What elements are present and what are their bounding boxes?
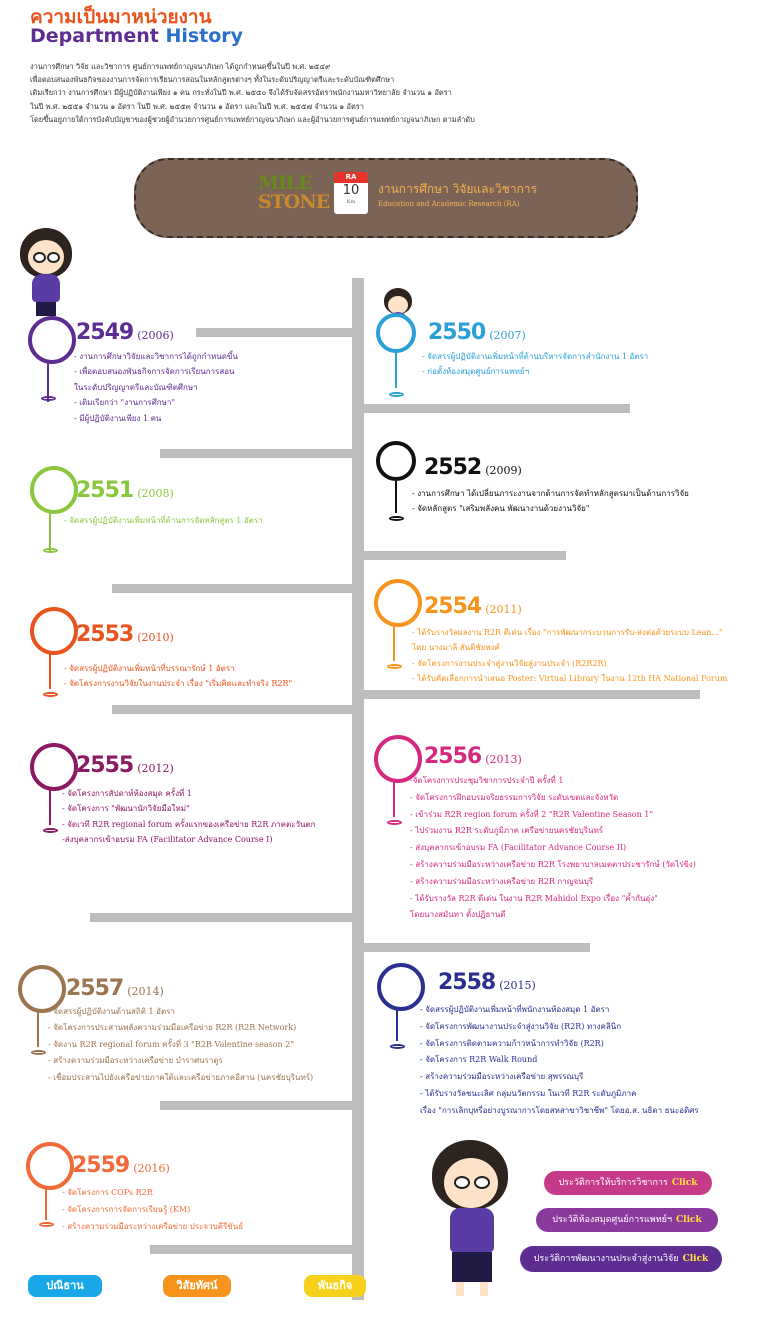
- year-heading-2558: 2558(2015): [438, 970, 536, 995]
- mascot-girl-phone-icon: [424, 1140, 516, 1300]
- year-items-2554: - ได้รับรางวัลผลงาน R2R ดีเด่น เรื่อง "ก…: [412, 628, 728, 684]
- year-heading-2559: 2559(2016): [72, 1153, 170, 1178]
- pin-stem: [49, 512, 51, 552]
- year-heading-2552: 2552(2009): [424, 455, 522, 480]
- timeline-branch: [360, 690, 700, 699]
- intro-line: งานการศึกษา วิจัย และวิชาการ ศูนย์การแพท…: [30, 62, 331, 71]
- intro-line: ในปี พ.ศ. ๒๕๕๑ จำนวน ๑ อัตรา ในปี พ.ศ. ๒…: [30, 101, 364, 111]
- pin-base: [43, 692, 58, 697]
- year-items-2558: - จัดสรรผู้ปฏิบัติงานเพิ่มหน้าที่พนักงาน…: [420, 1005, 699, 1115]
- pin-base: [43, 828, 58, 833]
- pin-stem: [49, 789, 51, 825]
- timeline-branch: [160, 1101, 360, 1110]
- pin-stem: [395, 481, 397, 513]
- timeline-branch: [112, 584, 360, 593]
- timeline-branch: [360, 551, 566, 560]
- calendar-icon: RA 10 Km: [334, 172, 368, 214]
- title-en-part2: History: [165, 25, 244, 47]
- pin-base: [389, 392, 404, 397]
- timeline-branch: [360, 943, 590, 952]
- pin-base: [389, 516, 404, 521]
- pin-2559-icon: [26, 1142, 74, 1190]
- pin-stem: [395, 352, 397, 388]
- pin-base: [387, 820, 402, 825]
- year-items-2556: -จัดโครงการประชุมวิชาการประจำปี ครั้งที่…: [410, 776, 696, 920]
- pin-stem: [49, 653, 51, 689]
- pin-2554-icon: [374, 579, 422, 627]
- pin-base: [31, 1050, 46, 1055]
- year-heading-2553: 2553(2010): [76, 622, 174, 647]
- year-heading-2550: 2550(2007): [428, 320, 526, 345]
- timeline-branch: [150, 1245, 360, 1254]
- year-items-2550: - จัดสรรผู้ปฏิบัติงานเพิ่มหน้าที่ด้านบริ…: [422, 352, 649, 377]
- year-heading-2556: 2556(2013): [424, 744, 522, 769]
- timeline-branch: [112, 705, 360, 714]
- pin-2552-icon: [376, 441, 416, 481]
- pin-stem: [47, 362, 49, 402]
- timeline-axis: [352, 278, 364, 1300]
- intro-line: เพื่อตอบสนองพันธกิจของงานการจัดการเรียนก…: [30, 75, 395, 85]
- pin-2555-icon: [30, 743, 78, 791]
- timeline-branch: [196, 328, 360, 337]
- intro-line: เดิมเรียกว่า งานการศึกษา มีผู้ปฏิบัติงาน…: [30, 88, 452, 98]
- year-heading-2549: 2549(2006): [76, 320, 174, 345]
- vision-button[interactable]: วิสัยทัศน์: [163, 1275, 231, 1297]
- page-title-th: ความเป็นมาหน่วยงาน: [30, 6, 212, 28]
- pin-stem: [393, 625, 395, 661]
- year-items-2549: - งานการศึกษาวิจัยและวิชาการได้ถูกกำหนดข…: [74, 352, 238, 423]
- year-heading-2557: 2557(2014): [66, 976, 164, 1001]
- year-items-2559: - จัดโครงการ COPs R2R- จัดโครงการการจัดก…: [62, 1188, 244, 1231]
- year-items-2552: - งานการศึกษา ได้เปลี่ยนภาระงานจากด้านกา…: [412, 489, 689, 514]
- banner-subtitle: Education and Academic Research (RA): [378, 200, 520, 208]
- pin-base: [390, 1044, 405, 1049]
- timeline-branch: [90, 913, 360, 922]
- page-title-en: Department History: [30, 25, 243, 47]
- title-en-part1: Department: [30, 25, 159, 47]
- intro-line: โดยขึ้นอยู่ภายใต้การบังคับบัญชาของผู้ช่ว…: [30, 114, 475, 124]
- pin-base: [39, 1222, 54, 1227]
- pin-2551-icon: [30, 466, 78, 514]
- pin-stem: [45, 1188, 47, 1220]
- pin-base: [41, 396, 56, 401]
- year-heading-2554: 2554(2011): [424, 594, 522, 619]
- pin-base: [43, 548, 58, 553]
- year-items-2555: - จัดโครงการสัปดาห์ห้องสมุด ครั้งที่ 1- …: [62, 789, 316, 845]
- pin-2557-icon: [18, 965, 66, 1013]
- pin-base: [387, 664, 402, 669]
- year-items-2557: - จัดสรรผู้ปฏิบัติงานด้านสถิติ 1 อัตรา- …: [48, 1007, 314, 1082]
- year-heading-2555: 2555(2012): [76, 753, 174, 778]
- banner-title: งานการศึกษา วิจัยและวิชาการ: [378, 182, 537, 196]
- pin-2550-icon: [376, 313, 416, 353]
- milestone-banner: [134, 158, 638, 238]
- year-items-2551: - จัดสรรผู้ปฏิบัติงานเพิ่มหน้าที่ด้านการ…: [64, 516, 263, 525]
- pin-stem: [396, 1009, 398, 1041]
- pin-stem: [37, 1011, 39, 1047]
- mission-button[interactable]: พันธกิจ: [304, 1275, 366, 1297]
- mascot-girl-icon: [12, 228, 76, 328]
- timeline-branch: [160, 449, 360, 458]
- pin-2549-icon: [28, 316, 76, 364]
- year-items-2553: - จัดสรรผู้ปฏิบัติงานเพิ่มหน้าที่บรรณารั…: [64, 664, 293, 689]
- year-heading-2551: 2551(2008): [76, 478, 174, 503]
- resolution-button[interactable]: ปณิธาน: [28, 1275, 102, 1297]
- timeline-branch: [360, 404, 630, 413]
- milestone-logo: MILE STONE: [258, 172, 330, 213]
- pin-2553-icon: [30, 607, 78, 655]
- pin-2556-icon: [374, 735, 422, 783]
- intro-paragraph: งานการศึกษา วิจัย และวิชาการ ศูนย์การแพท…: [30, 60, 750, 126]
- pin-stem: [393, 781, 395, 817]
- pin-2558-icon: [377, 963, 425, 1011]
